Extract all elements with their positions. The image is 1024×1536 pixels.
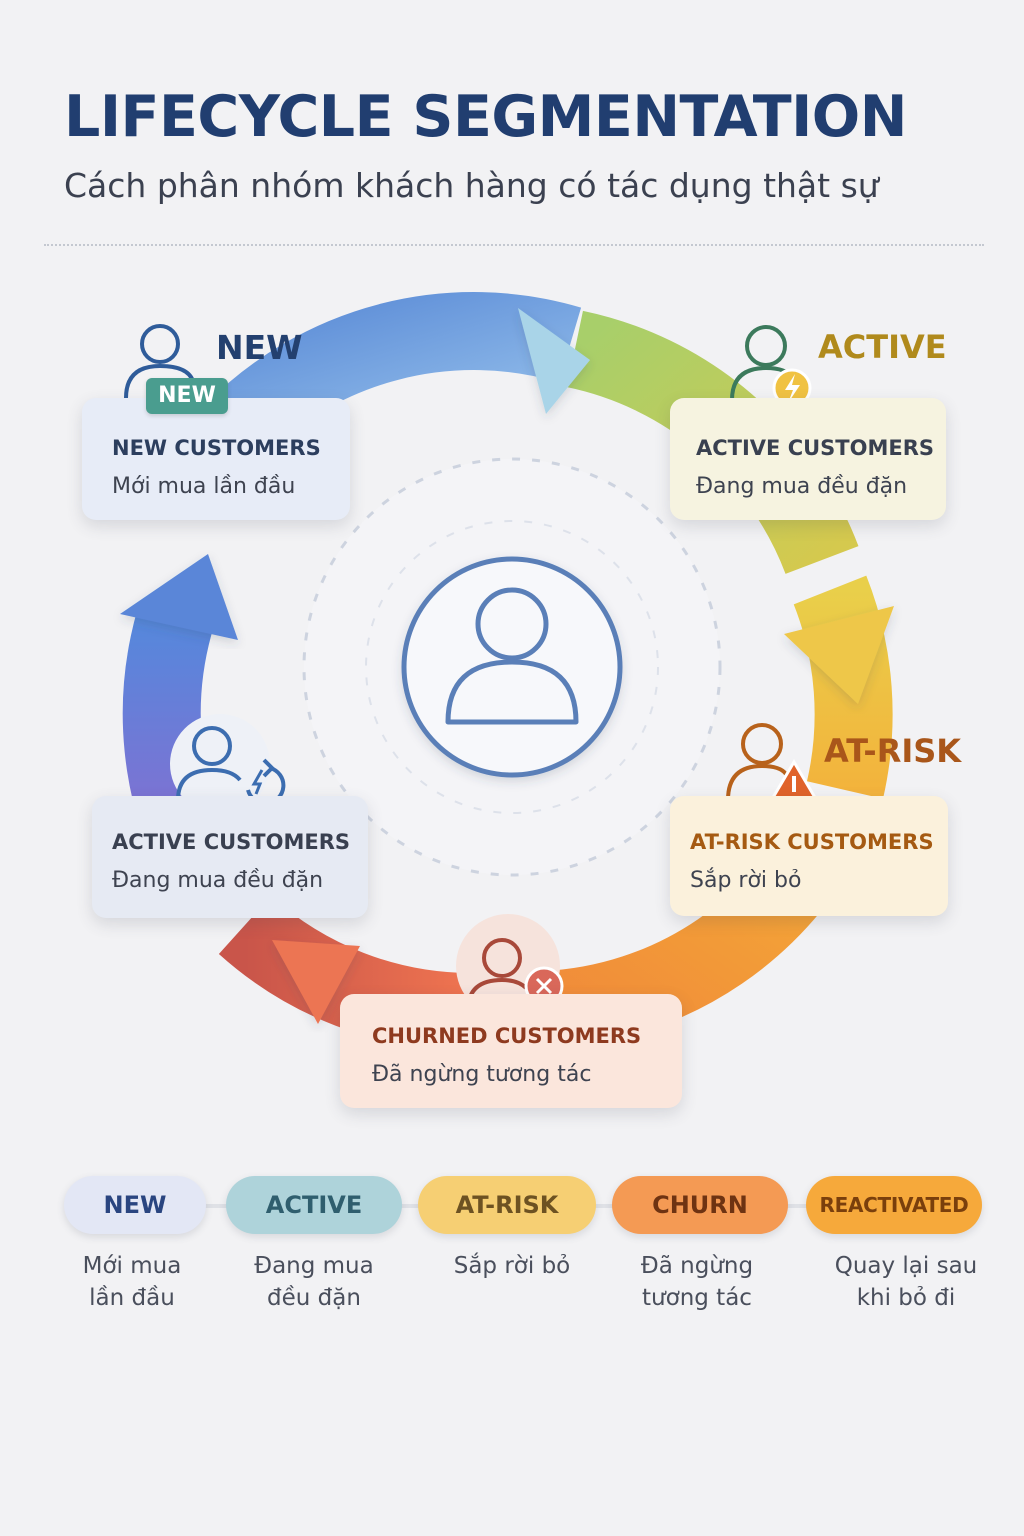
arrow-head-bottom-left [272,940,360,1024]
legend-pill-new: NEW [64,1176,206,1234]
card-title: ACTIVE CUSTOMERS [696,436,935,460]
card-churned-customers: CHURNED CUSTOMERS Đã ngừng tương tác [340,994,682,1108]
card-new-customers: NEW CUSTOMERS Mới mua lần đầu [82,398,350,520]
card-title: AT-RISK CUSTOMERS [690,830,934,854]
card-title: NEW CUSTOMERS [112,436,321,460]
legend-desc-line: lần đầu [89,1285,175,1311]
card-title: CHURNED CUSTOMERS [372,1024,642,1048]
user-new-icon [124,324,196,399]
page-title: LIFECYCLE SEGMENTATION [64,84,907,150]
card-desc: Sắp rời bỏ [690,868,802,893]
card-desc: Mới mua lần đầu [112,474,296,499]
legend-desc-line: Đang mua [254,1253,374,1279]
card-desc: Đang mua đều đặn [696,474,908,499]
card-at-risk-customers: AT-RISK CUSTOMERS Sắp rời bỏ [670,796,948,916]
legend-pill-row: NEW ACTIVE AT-RISK CHURN REACTIVATED [0,1176,1024,1236]
page-subtitle: Cách phân nhóm khách hàng có tác dụng th… [64,166,879,205]
legend-desc-line: Sắp rời bỏ [453,1253,571,1279]
legend-pill-reactivated: REACTIVATED [806,1176,982,1234]
legend-pill-at-risk: AT-RISK [418,1176,596,1234]
legend-pill-active: ACTIVE [226,1176,402,1234]
legend-desc-reactivated: Quay lại sau khi bỏ đi [814,1250,998,1314]
card-title: ACTIVE CUSTOMERS [112,830,351,854]
user-warning-icon [726,723,823,808]
legend-pill-churn: CHURN [612,1176,788,1234]
legend-desc-active: Đang mua đều đặn [234,1250,394,1314]
label-at-risk: AT-RISK [824,732,962,770]
legend-desc-line: tương tác [642,1285,752,1311]
arrow-head-top [518,308,590,414]
center-inner-dashed-ring [365,520,659,814]
card-active-customers: ACTIVE CUSTOMERS Đang mua đều đặn [670,398,946,520]
legend-desc-at-risk: Sắp rời bỏ [426,1250,598,1282]
legend-desc-line: đều đặn [267,1285,361,1311]
divider [44,244,984,246]
legend-desc-line: Đã ngừng [640,1253,754,1279]
label-active: ACTIVE [818,328,947,366]
card-desc: Đã ngừng tương tác [372,1062,592,1087]
label-new: NEW [216,328,303,367]
arrow-head-right [784,606,894,704]
legend-desc-line: Quay lại sau [834,1253,978,1279]
legend-desc-line: khi bỏ đi [856,1285,956,1311]
arrow-head-left [120,554,238,640]
user-circle-icon [401,556,623,778]
new-badge: NEW [146,378,228,414]
legend-desc-churn: Đã ngừng tương tác [614,1250,780,1314]
legend-desc-line: Mới mua [82,1253,182,1279]
legend-desc-new: Mới mua lần đầu [52,1250,212,1314]
card-desc: Đang mua đều đặn [112,868,324,893]
card-reactivated-customers: ACTIVE CUSTOMERS Đang mua đều đặn [92,796,368,918]
